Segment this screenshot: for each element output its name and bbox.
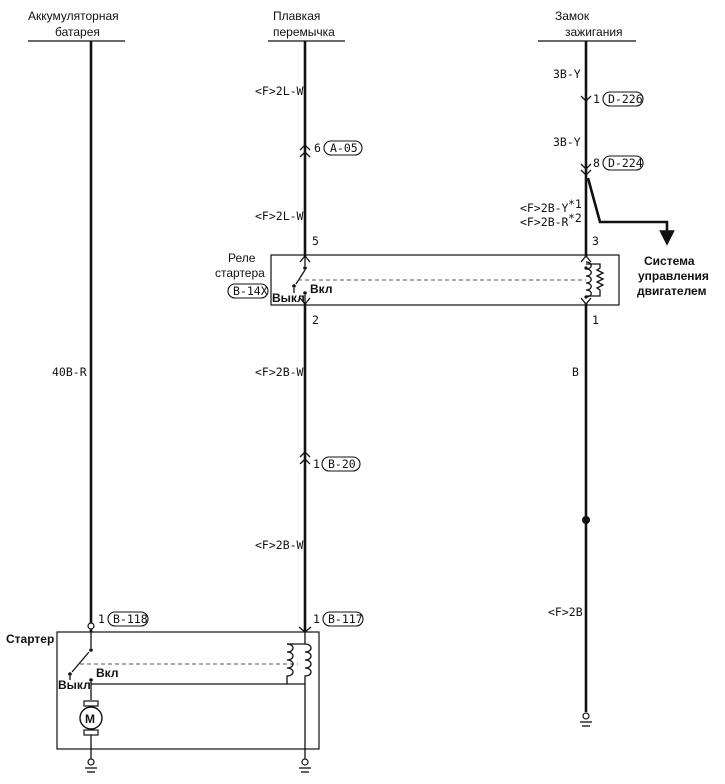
- ground-symbol-starter-solenoid: [299, 758, 311, 773]
- starter-title: Стартер: [6, 632, 54, 646]
- svg-text:1: 1: [593, 92, 600, 106]
- ignition-title-line2: зажигания: [565, 25, 623, 39]
- header-battery: Аккумуляторная батарея: [28, 9, 125, 42]
- svg-text:1: 1: [313, 612, 320, 626]
- relay-coil: [584, 261, 605, 299]
- svg-text:8: 8: [593, 156, 600, 170]
- relay-box: [270, 254, 620, 306]
- wire-label-fl-relay-out: <F>2B-W: [255, 365, 304, 379]
- wire-label-ig-mid: 3B-Y: [553, 135, 581, 149]
- connector-b118: 1 B-118: [87, 611, 149, 630]
- svg-text:B-118: B-118: [113, 612, 148, 626]
- relay-title-line2: стартера: [215, 266, 265, 280]
- connector-d226: 1 D-226: [580, 91, 644, 107]
- relay-on-label: Вкл: [310, 282, 332, 296]
- wire-label-fl-lower: <F>2B-W: [255, 538, 304, 552]
- fusible-link-title-line1: Плавкая: [273, 9, 320, 23]
- connector-b20: 1 B-20: [299, 451, 361, 472]
- ignition-wire: 3B-Y 1 D-226 3B-Y 8 D-224 <F>2B-Y *1 <F>…: [520, 41, 644, 727]
- starter: Стартер 1 B-118 Вкл Выкл M: [6, 611, 320, 773]
- relay-pin-1: 1: [592, 313, 599, 327]
- svg-text:A-05: A-05: [330, 141, 358, 155]
- relay-pin-2: 2: [312, 313, 319, 327]
- relay-switch: [292, 257, 307, 303]
- wire-label-ig-var1: <F>2B-Y: [520, 201, 569, 215]
- connector-b117: 1 B-117: [298, 611, 364, 633]
- header-fusible-link: Плавкая перемычка: [268, 9, 345, 42]
- relay-pin-3: 3: [592, 234, 599, 248]
- battery-wire: 40B-R: [52, 41, 93, 632]
- svg-text:6: 6: [314, 141, 321, 155]
- starter-relay: Реле стартера B-14X Вкл Выкл: [215, 251, 620, 306]
- wire-label-40b-r: 40B-R: [52, 365, 87, 379]
- wire-label-fl-mid: <F>2L-W: [255, 209, 304, 223]
- wire-label-ig-top: 3B-Y: [553, 67, 581, 81]
- relay-off-label: Выкл: [272, 291, 305, 305]
- relay-pin-5: 5: [312, 234, 319, 248]
- svg-text:D-224: D-224: [608, 156, 643, 170]
- starter-solenoid: [91, 632, 312, 760]
- battery-title-line1: Аккумуляторная: [28, 9, 119, 23]
- engine-control-line2: управления: [638, 269, 709, 283]
- svg-text:1: 1: [98, 612, 105, 626]
- svg-text:B-117: B-117: [328, 612, 363, 626]
- svg-text:B-20: B-20: [328, 457, 356, 471]
- svg-text:1: 1: [313, 457, 320, 471]
- fusible-link-title-line2: перемычка: [273, 25, 335, 39]
- connector-d224: 8 D-224: [580, 155, 644, 176]
- engine-control-branch: Система управления двигателем: [586, 177, 709, 298]
- relay-connector-id: B-14X: [233, 284, 268, 298]
- wire-label-b: B: [572, 365, 579, 379]
- wire-note-1: *1: [568, 197, 582, 211]
- motor-symbol: M: [85, 712, 95, 726]
- svg-text:D-226: D-226: [608, 92, 643, 106]
- relay-title-line1: Реле: [228, 251, 256, 265]
- ground-symbol-ignition: [580, 712, 592, 727]
- header-ignition-switch: Замок зажигания: [538, 9, 636, 42]
- starter-switch: [68, 632, 93, 700]
- wire-label-fl-top: <F>2L-W: [255, 84, 304, 98]
- wire-note-2: *2: [568, 211, 582, 225]
- connector-a05: 6 A-05: [299, 140, 363, 158]
- starter-motor: M: [79, 700, 103, 760]
- starter-box: [56, 631, 320, 750]
- wire-label-ig-bottom: <F>2B: [548, 605, 583, 619]
- ignition-title-line1: Замок: [555, 9, 590, 23]
- engine-control-line3: двигателем: [637, 284, 707, 298]
- ground-symbol-starter-motor: [85, 758, 97, 773]
- splice-point: [582, 516, 590, 524]
- fusible-link-wire: <F>2L-W 6 A-05 <F>2L-W 5 2 <F>2B-W 1 B-2…: [255, 41, 364, 633]
- wire-label-ig-var2: <F>2B-R: [520, 215, 569, 229]
- starter-on-label: Вкл: [96, 666, 118, 680]
- starter-off-label: Выкл: [58, 678, 91, 692]
- engine-control-line1: Система: [644, 254, 695, 268]
- battery-title-line2: батарея: [55, 25, 100, 39]
